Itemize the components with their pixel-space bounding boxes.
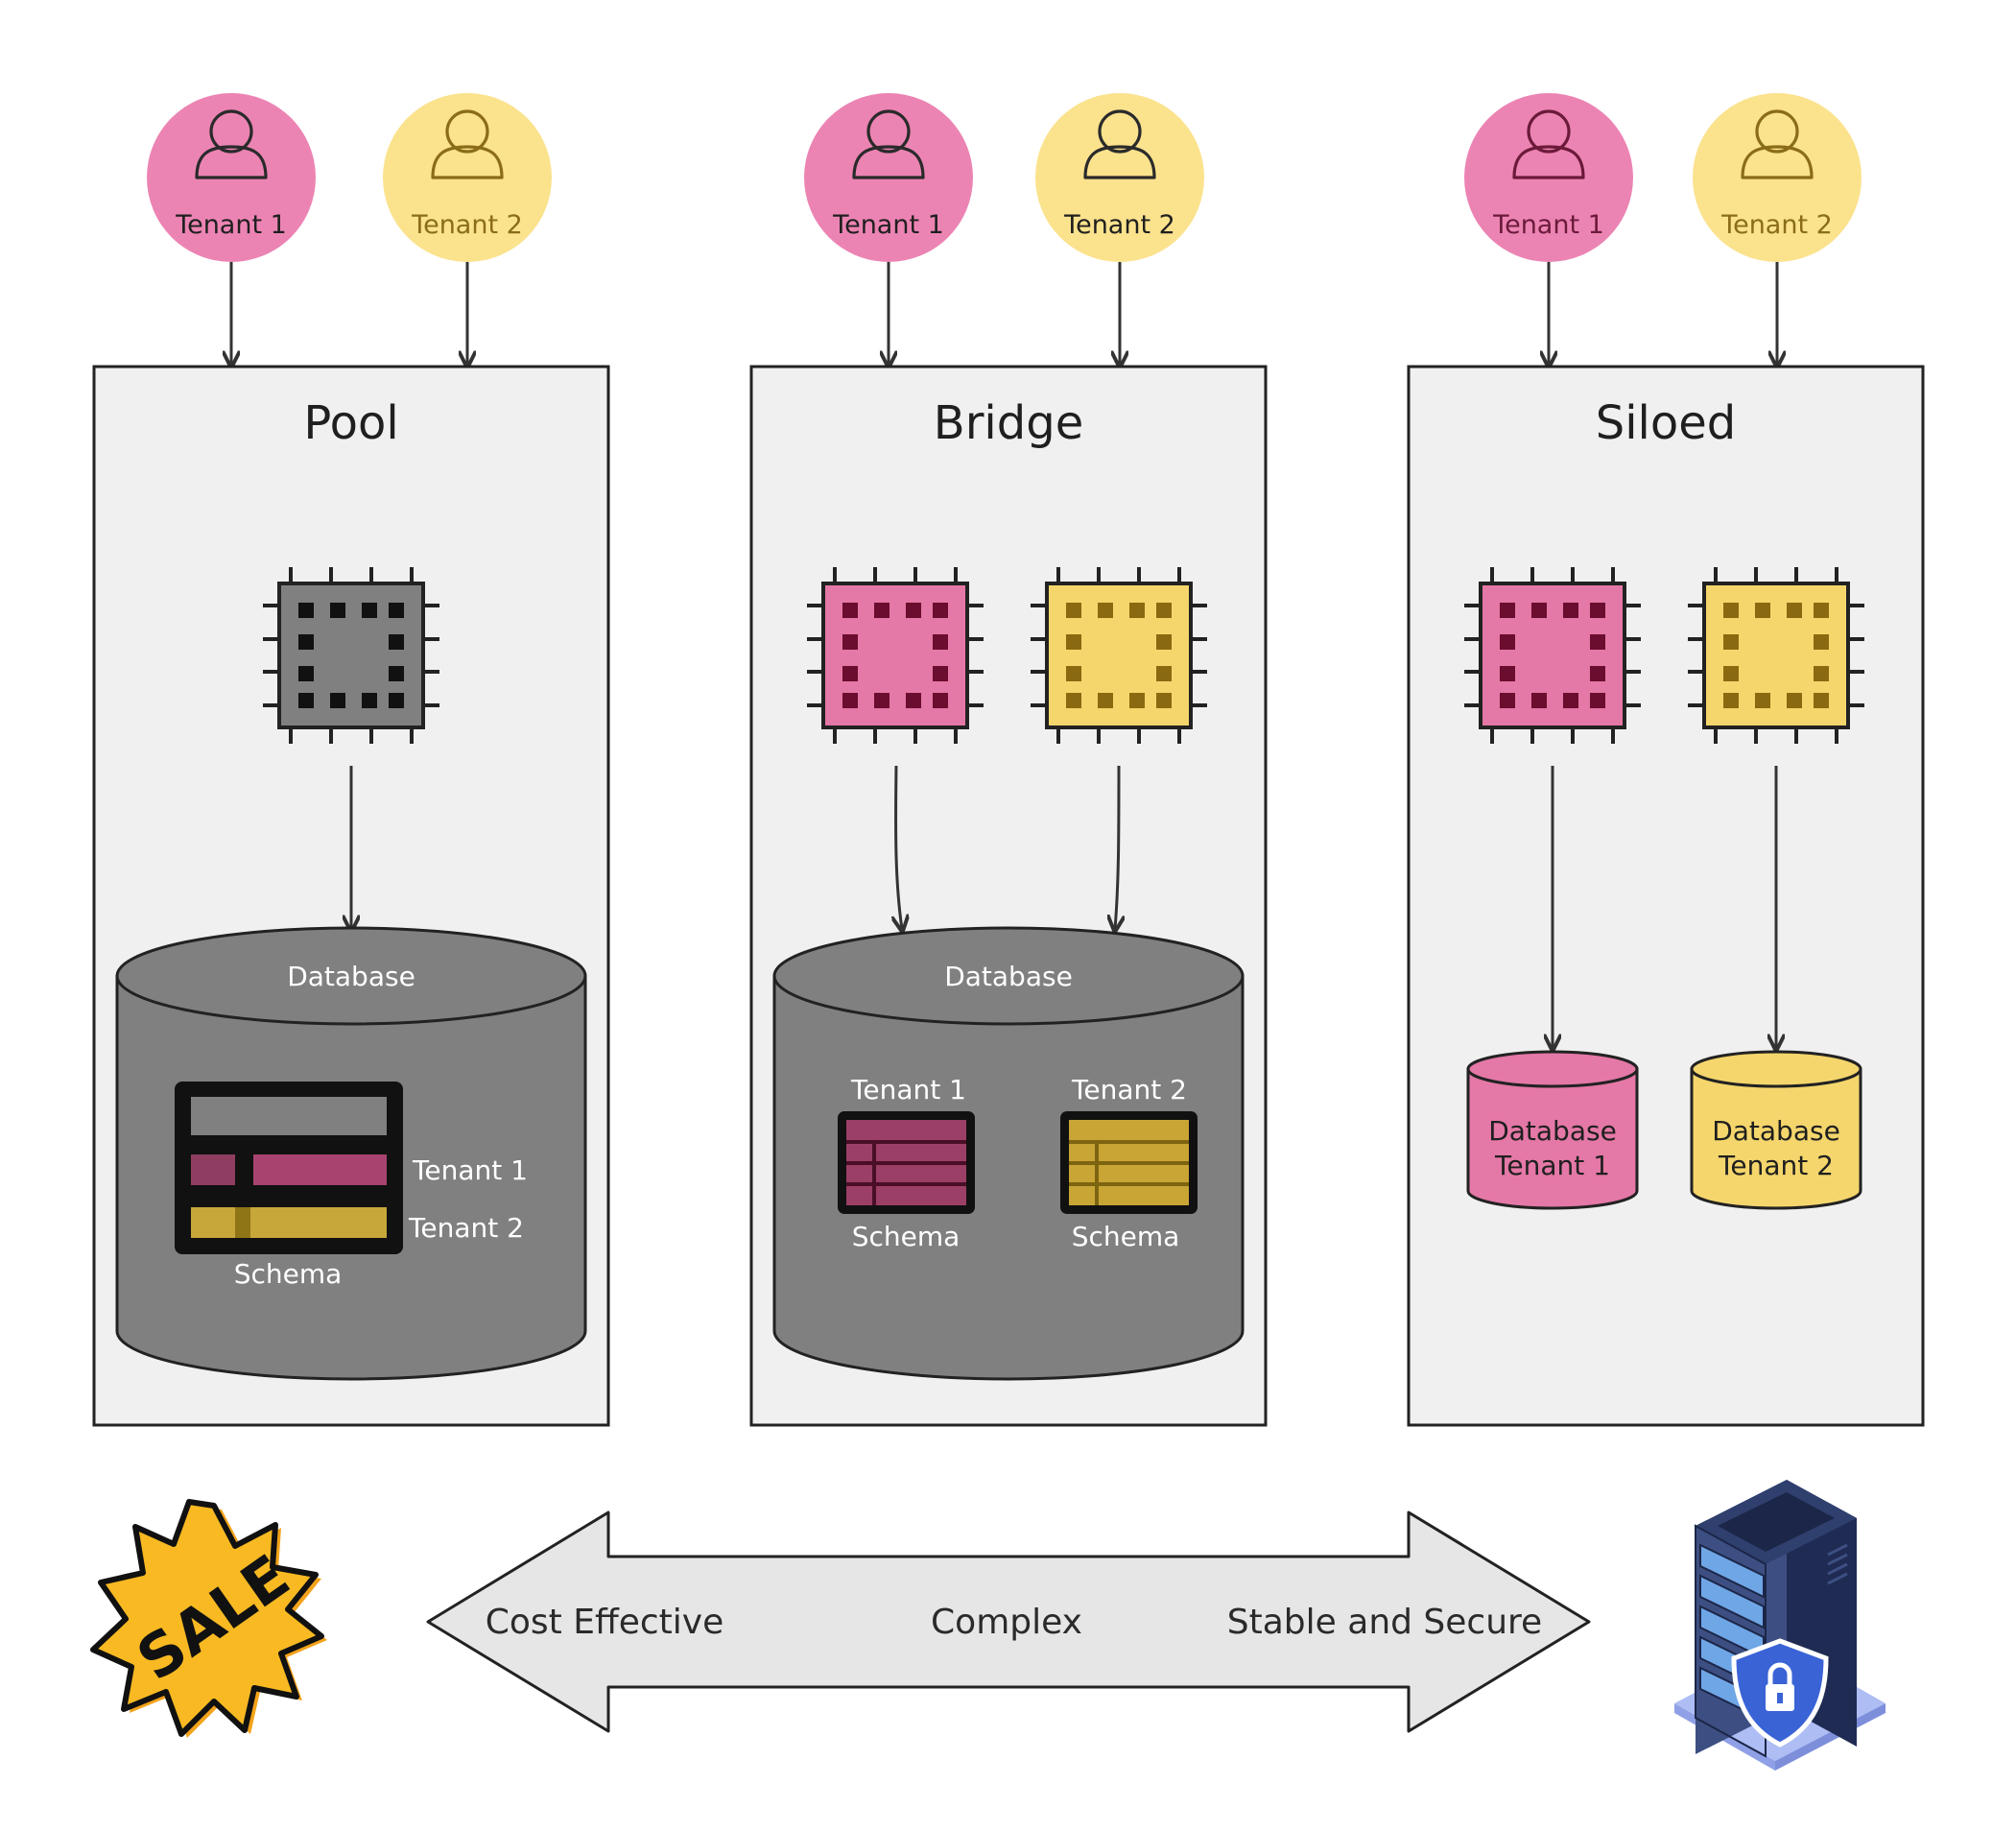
bridge-tenant-2-label: Tenant 2 [1063, 210, 1175, 240]
pool-tenant-1-label: Tenant 1 [175, 210, 287, 240]
cpu-chip-icon [1029, 565, 1209, 746]
pool-tenant-2-label: Tenant 2 [411, 210, 523, 240]
siloed-database-tenant-1: Database Tenant 1 [1466, 1050, 1639, 1210]
table-schema-icon [838, 1111, 975, 1214]
bridge-schema-1-tenant: Tenant 1 [850, 1074, 966, 1106]
spectrum-double-arrow: Cost Effective Complex Stable and Secure [426, 1510, 1591, 1733]
siloed-tenant-1-avatar: Tenant 1 [1464, 93, 1633, 262]
tenant-arrows [231, 262, 1777, 365]
siloed-title: Siloed [1596, 396, 1737, 450]
siloed-db1-line1: Database [1488, 1115, 1617, 1147]
pool-tenant-1-avatar: Tenant 1 [147, 93, 316, 262]
spectrum-left-label: Cost Effective [486, 1603, 724, 1642]
secure-server-icon [1674, 1480, 1886, 1771]
pool-tenant-2-avatar: Tenant 2 [383, 93, 552, 262]
spectrum-right-label: Stable and Secure [1227, 1603, 1542, 1642]
bridge-schema-2-label: Schema [1072, 1221, 1180, 1252]
bridge-database: Database Tenant 1 Tenant 2 S [772, 926, 1245, 1381]
siloed-database-tenant-2: Database Tenant 2 [1690, 1050, 1862, 1210]
cpu-chip-icon [1686, 565, 1866, 746]
pool-database: Database Tenant 1 Tenant 2 Schema [115, 926, 587, 1381]
bridge-tenant-1-label: Tenant 1 [832, 210, 944, 240]
cpu-chip-icon [261, 565, 441, 746]
pool-schema-row-tenant-2: Tenant 2 [408, 1212, 524, 1244]
siloed-tenant-2-label: Tenant 2 [1720, 210, 1833, 240]
cpu-chip-icon [805, 565, 985, 746]
pool-schema-label: Schema [234, 1258, 343, 1290]
bridge-tenant-2-avatar: Tenant 2 [1035, 93, 1204, 262]
bridge-database-label: Database [944, 961, 1073, 992]
siloed-db1-line2: Tenant 1 [1494, 1150, 1610, 1181]
siloed-db2-line2: Tenant 2 [1718, 1150, 1834, 1181]
siloed-db2-line1: Database [1712, 1115, 1840, 1147]
sale-badge-icon: SALE [90, 1499, 327, 1738]
bridge-schema-1-label: Schema [852, 1221, 961, 1252]
siloed-tenant-1-label: Tenant 1 [1492, 210, 1604, 240]
pool-schema-row-tenant-1: Tenant 1 [412, 1154, 528, 1186]
bridge-schema-2-tenant: Tenant 2 [1071, 1074, 1187, 1106]
siloed-tenant-2-avatar: Tenant 2 [1693, 93, 1862, 262]
pool-title: Pool [303, 396, 398, 450]
pool-database-label: Database [287, 961, 415, 992]
chip-arrows [351, 765, 1776, 1048]
spectrum-center-label: Complex [931, 1603, 1082, 1642]
table-schema-icon [1060, 1111, 1198, 1214]
cpu-chip-icon [1462, 565, 1643, 746]
bridge-title: Bridge [934, 396, 1083, 450]
table-schema-icon [175, 1082, 403, 1254]
bridge-tenant-1-avatar: Tenant 1 [804, 93, 973, 262]
siloed-panel [1407, 365, 1925, 1427]
